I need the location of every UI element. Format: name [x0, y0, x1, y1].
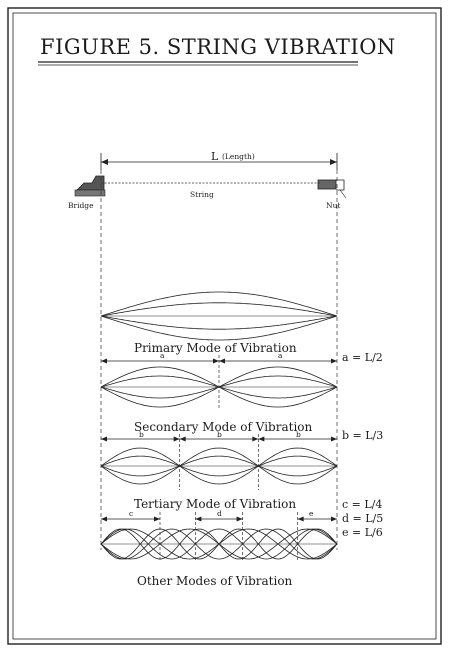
segment-label-e: e [309, 509, 314, 518]
dimension-e [297, 516, 337, 522]
mode-caption-other: Other Modes of Vibration [137, 574, 293, 588]
tertiary-mode-curve-1 [100, 455, 338, 477]
length-label: L [211, 150, 219, 163]
dimension-b-2 [179, 436, 259, 442]
tertiary-mode-curve-3 [100, 447, 338, 485]
bridge-icon [74, 175, 106, 197]
dimension-b-3 [258, 436, 337, 442]
segment-label-d: d [217, 509, 222, 518]
primary-mode-curve-0 [100, 291, 338, 317]
tertiary-mode-curve-2 [100, 455, 338, 477]
length-sublabel: (Length) [222, 152, 255, 161]
tertiary-mode-curve-0 [100, 447, 338, 485]
nut-icon [317, 179, 347, 199]
inner-border [12, 12, 437, 640]
dimension-a-2 [219, 358, 337, 364]
equation-c: c = L/4 [342, 498, 382, 511]
segment-label-b3: b [296, 430, 301, 439]
dimension-a-1 [101, 358, 219, 364]
primary-mode-curve-3 [100, 315, 338, 341]
other-mode-curve-1 [100, 528, 338, 560]
segment-label-b1: b [139, 430, 144, 439]
outer-border [7, 7, 442, 645]
mode-caption-primary: Primary Mode of Vibration [134, 341, 297, 355]
dimension-b-1 [101, 436, 180, 442]
dimension-d [195, 516, 243, 522]
equation-d: d = L/5 [342, 512, 383, 525]
mode-caption-tertiary: Tertiary Mode of Vibration [134, 497, 296, 511]
figure-title: FIGURE 5. STRING VIBRATION [40, 35, 396, 59]
segment-label-c: c [129, 509, 133, 518]
segment-label-b2: b [217, 430, 222, 439]
equation-e: e = L/6 [342, 526, 383, 539]
length-dimension [100, 153, 338, 170]
segment-dimensions [101, 355, 337, 560]
bridge-label: Bridge [68, 201, 94, 210]
mode-caption-secondary: Secondary Mode of Vibration [134, 420, 313, 434]
nut-label: Nut [326, 201, 340, 210]
string-label: String [190, 190, 214, 199]
waveforms [100, 291, 338, 560]
primary-mode-curve-1 [100, 302, 338, 317]
other-mode-curve-4 [100, 528, 338, 560]
segment-label-a2: a [278, 351, 283, 360]
dimension-c [101, 516, 160, 522]
equation-a: a = L/2 [342, 351, 383, 364]
segment-label-a1: a [160, 351, 165, 360]
equation-b: b = L/3 [342, 429, 383, 442]
primary-mode-curve-2 [100, 315, 338, 330]
